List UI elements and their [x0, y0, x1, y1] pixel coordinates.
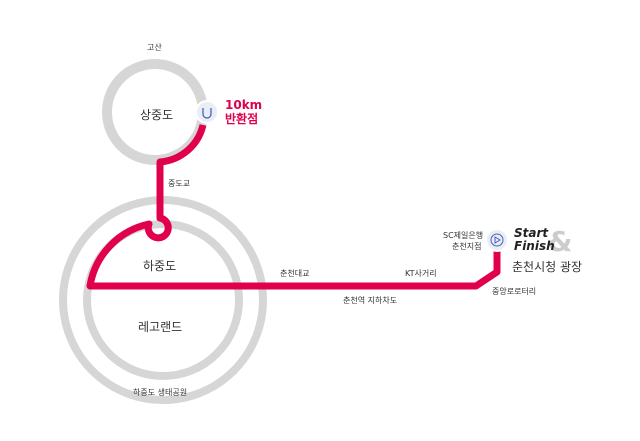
label-sangjungdo: 상중도 [140, 108, 174, 122]
label-finish: Finish [514, 239, 555, 253]
label-chuncheon-bridge: 춘천대교 [280, 269, 310, 278]
label-sc-bank-2: 춘천지점 [452, 242, 482, 251]
label-jungdogyo: 중도교 [168, 179, 191, 188]
hajungdo-inner-ring [83, 220, 243, 380]
ampersand: & [548, 225, 573, 258]
label-station-underpass: 춘천역 지하차도 [343, 296, 398, 305]
label-city-hall: 춘천시청 광장 [512, 260, 583, 274]
route-line [86, 124, 501, 290]
label-rotary: 중앙로로터리 [492, 287, 537, 296]
label-legoland: 레고랜드 [138, 320, 183, 334]
label-hajungdo: 하중도 [143, 259, 177, 273]
label-hajungdo-park: 하중도 생태공원 [133, 388, 188, 397]
hajungdo-outer-ring [59, 196, 267, 404]
turn-distance: 10km [225, 98, 263, 112]
label-gosan: 고산 [147, 43, 162, 52]
label-kt-street: KT사거리 [405, 269, 437, 278]
turn-label: 반환점 [225, 112, 259, 126]
label-start: Start [514, 226, 549, 240]
label-sc-bank-1: SC제일은행 [443, 231, 484, 240]
u-turn-icon [195, 100, 219, 124]
play-icon [485, 228, 509, 252]
